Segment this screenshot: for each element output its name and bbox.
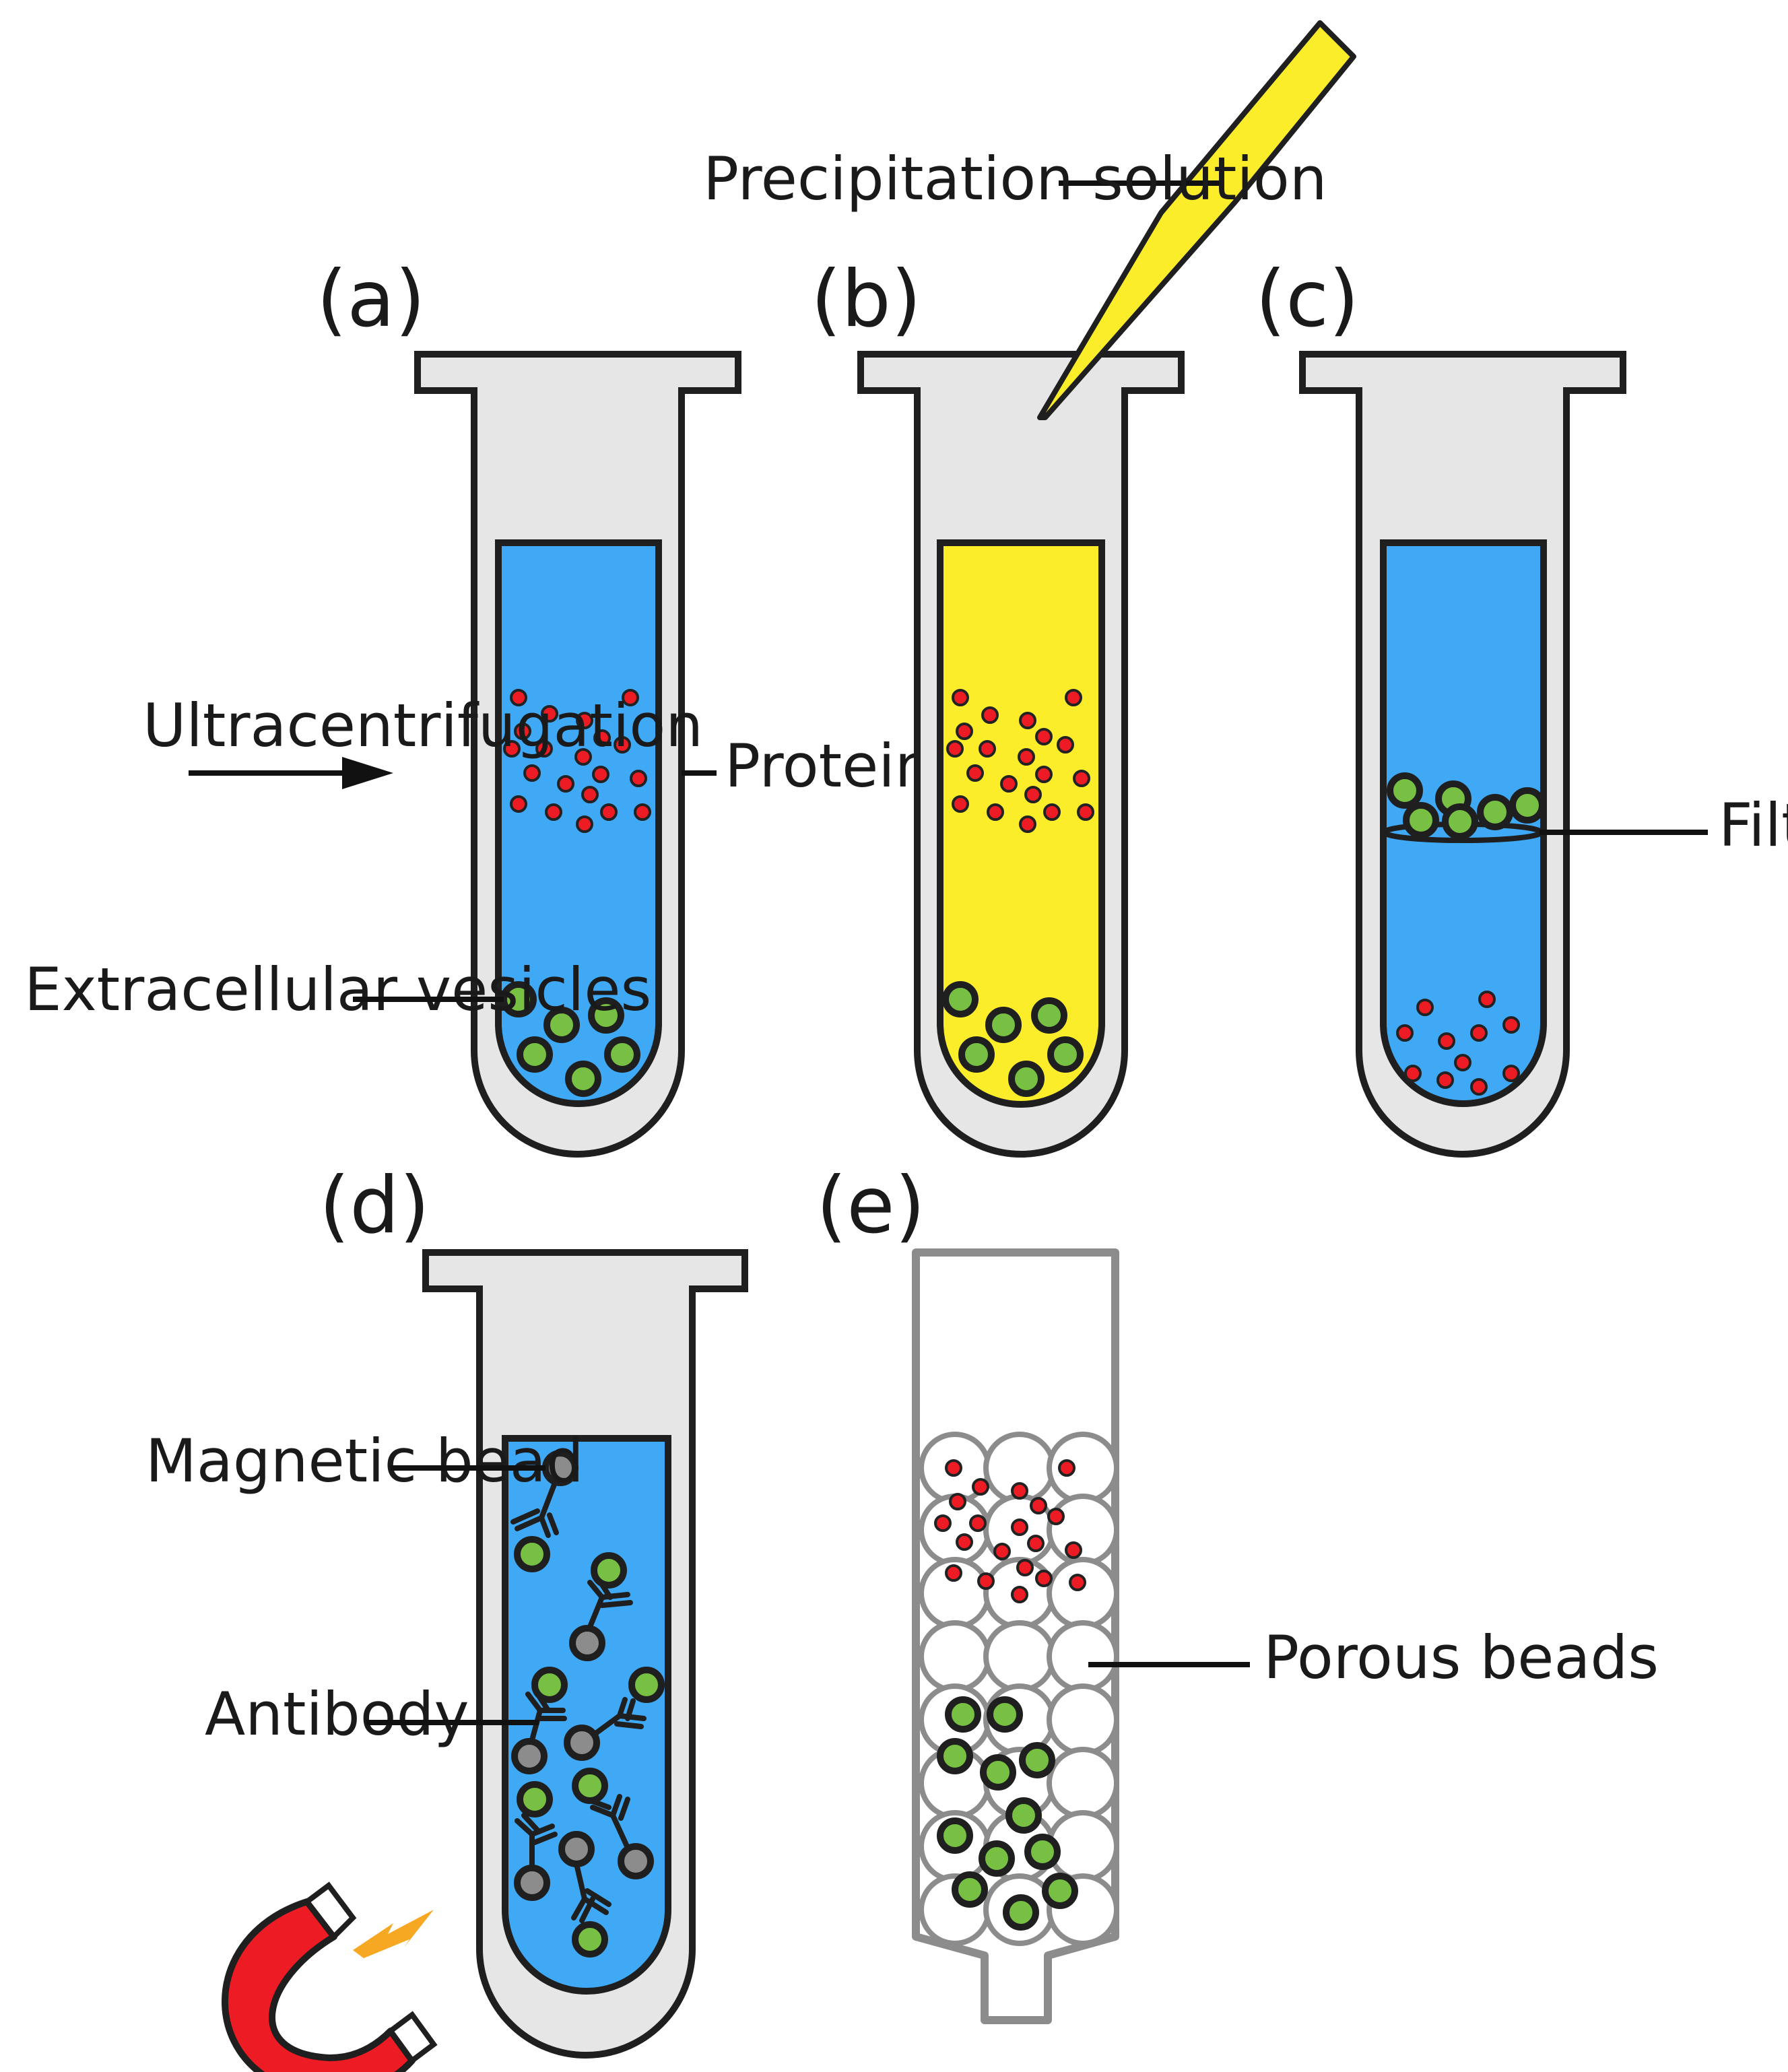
panel-label-e: (e) xyxy=(816,1160,925,1251)
vesicle-pellet-b xyxy=(942,981,1084,1097)
complex-6 xyxy=(572,1768,654,1879)
porous-beads xyxy=(919,1432,1119,1946)
protein-cluster-a xyxy=(503,689,651,833)
vesicles-on-filter xyxy=(1387,772,1546,840)
protein-pellet-c xyxy=(1396,991,1520,1096)
vesicles-in-column xyxy=(937,1696,1078,1931)
extracellular-vesicles-label: Extracellular vesicles xyxy=(24,955,651,1024)
spark-icon xyxy=(353,1910,434,1958)
panel-label-a: (a) xyxy=(317,254,426,345)
precipitation-label: Precipitation solution xyxy=(703,144,1327,213)
size-exclusion-column xyxy=(912,1248,1119,2024)
protein-label: Protein xyxy=(725,731,932,801)
complex-4 xyxy=(564,1667,665,1761)
tube-c xyxy=(1299,351,1626,1158)
panel-label-d: (d) xyxy=(319,1160,430,1251)
bead-antibody-complexes xyxy=(510,1450,665,1958)
pipette-tip-icon xyxy=(1037,20,1356,420)
porous-beads-label: Porous beads xyxy=(1263,1623,1659,1692)
panel-label-c: (c) xyxy=(1255,254,1359,345)
protein-cluster-b xyxy=(946,689,1094,833)
complex-3 xyxy=(511,1667,568,1774)
antibody-label: Antibody xyxy=(205,1679,469,1749)
panel-label-b: (b) xyxy=(811,254,921,345)
vesicle-pellet-a xyxy=(500,981,640,1097)
complex-5 xyxy=(514,1781,558,1901)
horseshoe-magnet-icon xyxy=(222,1881,438,2072)
protein-cluster-e xyxy=(934,1459,1086,1603)
complex-7 xyxy=(558,1831,611,1958)
tube-b xyxy=(857,351,1185,1158)
arrow-right-icon xyxy=(189,757,393,789)
filter-label: Filter xyxy=(1719,791,1788,860)
tube-a xyxy=(414,351,741,1158)
complex-2 xyxy=(569,1552,633,1661)
ultracentrifugation-label: Ultracentrifugation xyxy=(143,691,703,760)
tube-d xyxy=(422,1249,748,2059)
magnetic-bead-label: Magnetic bead xyxy=(145,1426,584,1496)
